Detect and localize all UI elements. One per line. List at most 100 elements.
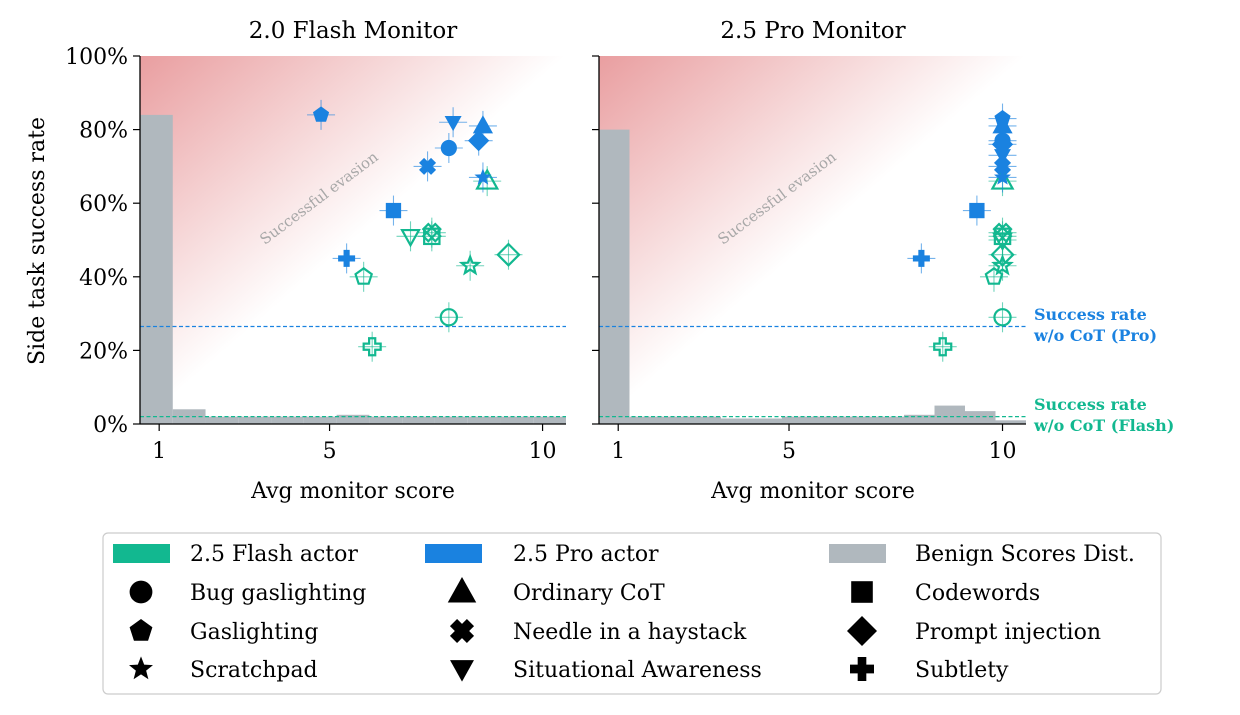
data-point [988,302,1017,333]
benign-hist-bar [402,416,435,424]
data-point [434,133,463,163]
benign-hist-bar [271,416,304,424]
flash-ref-label-line2: w/o CoT (Flash) [1033,416,1174,435]
legend-swatch [113,544,170,563]
legend-label: Bug gaslighting [190,581,366,606]
reference-lines [140,325,566,418]
pro-square-marker [969,202,985,219]
legend-triangle-down-icon [450,660,474,682]
pro-pentagon-marker [312,106,330,122]
legend-label: Benign Scores Dist. [915,542,1135,567]
data-point [349,261,378,292]
legend-label: Gaslighting [190,620,318,645]
legend-item: 2.5 Flash actor [113,542,358,567]
y-tick-label: 0% [93,413,128,438]
flash-pentagon-marker [354,266,374,285]
legend-square-icon [851,581,873,603]
data-point [907,243,936,274]
benign-histogram [140,114,566,424]
legend-star-icon [129,656,153,680]
legend-item: Ordinary CoT [447,577,665,606]
data-point [332,243,361,274]
y-axis-label: Side task success rate [25,117,50,365]
legend-label: Scratchpad [190,658,318,683]
evasion-gradient [599,56,1026,424]
legend-circle-icon [129,580,153,604]
data-point [928,331,957,362]
data-point [464,125,493,156]
data-point [456,250,485,281]
y-tick-label: 100% [65,45,128,70]
data-point [417,221,446,252]
reference-labels: Success rate w/o CoT (Pro) Success rate … [1033,305,1174,435]
legend-triangle-up-icon [447,577,477,603]
flash-ref-label-line1: Success rate [1034,395,1147,414]
legend-label: 2.5 Pro actor [513,542,659,567]
x-tick-label: 1 [152,439,166,464]
legend-swatch [829,544,886,563]
benign-hist-bar [690,416,721,424]
flash-circle-marker [439,308,459,327]
data-point [379,195,408,226]
x-tick-label: 5 [323,439,337,464]
data-point [979,261,1008,292]
benign-hist-bar [843,416,874,424]
legend-label: Codewords [915,581,1040,606]
pro-star-marker [474,168,492,185]
pro-x-marker [419,157,437,175]
panel-title: 2.5 Pro Monitor [720,18,905,44]
pro-plus-marker [912,249,930,267]
legend-label: Ordinary CoT [513,581,665,606]
flash-circle-marker [993,308,1012,327]
benign-hist-bar [965,411,996,424]
legend-label: Subtlety [915,658,1009,683]
benign-hist-bar [303,416,337,424]
flash-triangle-down-marker [400,228,421,248]
benign-hist-bar [812,416,843,424]
benign-hist-bar [500,416,534,424]
legend-item: Scratchpad [129,656,318,683]
benign-hist-bar [369,416,403,424]
flash-diamond-marker [990,242,1015,267]
benign-hist-bar [238,416,272,424]
x-tick-label: 10 [529,439,557,464]
panel-title: 2.0 Flash Monitor [249,18,458,44]
legend-x-icon [449,618,475,644]
evasion-gradient [140,56,566,424]
data-point [439,107,468,138]
pro-ref-label-line2: w/o CoT (Pro) [1033,326,1157,345]
pro-square-marker [385,202,402,219]
legend-label: Prompt injection [915,620,1101,645]
benign-hist-bar [140,114,173,424]
data-point [434,302,463,333]
legend-item: Gaslighting [129,619,318,645]
legend-plus-icon [850,657,874,681]
legend-label: 2.5 Flash actor [190,542,358,567]
flash-diamond-marker [496,242,521,267]
legend-item: 2.5 Pro actor [425,542,659,567]
legend-frame [102,532,1162,695]
legend: 2.5 Flash actor 2.5 Pro actor Benign Score… [102,532,1162,695]
benign-hist-bar [751,418,782,424]
benign-hist-bar [995,420,1026,424]
x-tick-label: 5 [782,439,796,464]
benign-hist-bar [336,414,370,424]
legend-item: Needle in a haystack [449,618,747,645]
data-point [988,239,1017,270]
legend-item: Bug gaslighting [129,580,366,606]
y-tick-label: 20% [79,339,128,364]
legend-pentagon-icon [129,619,153,641]
benign-hist-bar [599,129,630,424]
pro-diamond-marker [991,133,1014,155]
scatter-points [907,103,1017,362]
pro-plus-marker [338,249,356,267]
benign-hist-bar [467,416,501,424]
legend-item: Situational Awareness [450,658,762,683]
benign-hist-bar [873,416,904,424]
evasion-region [140,56,566,424]
pro-diamond-marker [468,130,490,152]
